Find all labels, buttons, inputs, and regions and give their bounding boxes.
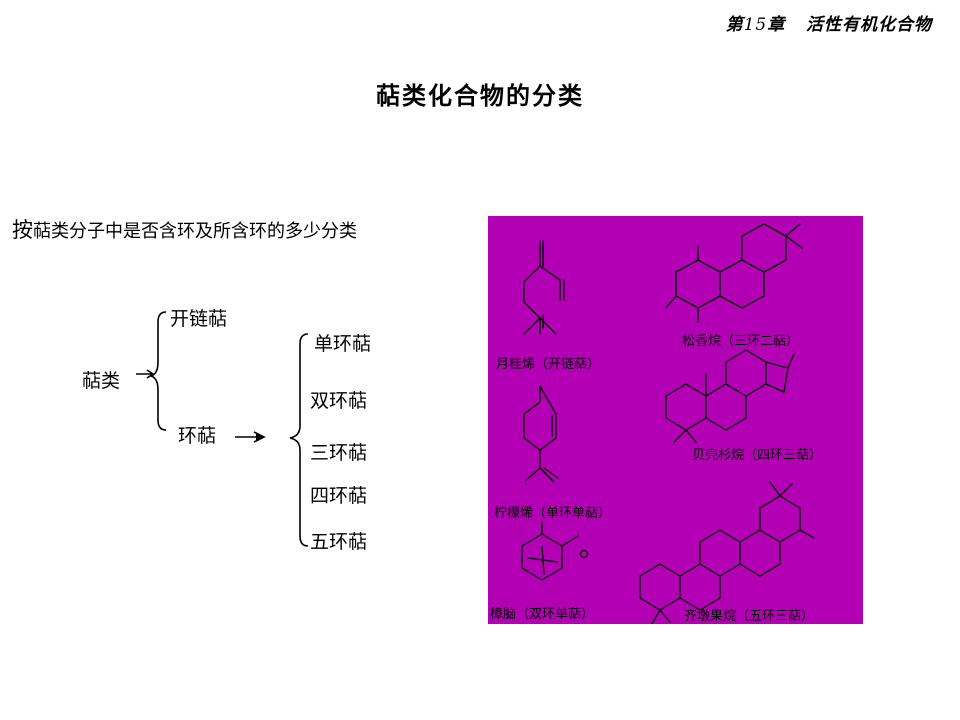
tree-brace-1 xyxy=(148,311,167,431)
chapter-prefix: 第 xyxy=(725,15,744,35)
tree-arrow-2-head xyxy=(256,433,264,441)
caption-myrcene: 月桂烯（开链萜） xyxy=(496,357,601,372)
tree-root: 萜类 xyxy=(82,370,121,392)
caption-camphor: 樟脑（双环单萜） xyxy=(490,607,595,622)
structures-panel: 月桂烯（开链萜） 松香烷（三环二萜） 贝壳杉烷（四环三萜） 柠檬烯（单环单萜） … xyxy=(488,216,863,624)
tree-level1-open-chain: 开链萜 xyxy=(170,308,228,330)
caption-oleanane: 齐墩果烷（五环三萜） xyxy=(684,609,815,624)
caption-limonene: 柠檬烯（单环单萜） xyxy=(494,506,612,521)
limonene-structure xyxy=(523,385,559,483)
structures-drawing xyxy=(521,223,815,624)
oleanane-structure xyxy=(639,481,815,624)
abietane-structure xyxy=(665,223,803,323)
kaurane-structure xyxy=(665,349,795,443)
tree-level2-monocyclic: 单环萜 xyxy=(314,333,372,355)
intro-text: 按萜类分子中是否含环及所含环的多少分类 xyxy=(12,214,357,244)
intro-first-char: 按 xyxy=(12,218,33,242)
chapter-title: 活性有机化合物 xyxy=(806,15,932,35)
myrcene-structure xyxy=(523,240,565,335)
slide-title: 萜类化合物的分类 xyxy=(376,82,584,110)
caption-abietane: 松香烷（三环二萜） xyxy=(682,334,800,349)
camphor-structure xyxy=(521,521,589,581)
tree-level2-pentacyclic: 五环萜 xyxy=(310,531,368,553)
tree-level2-bicyclic: 双环萜 xyxy=(310,390,368,412)
chapter-number: 15 xyxy=(743,15,768,35)
chapter-header: 第15章 活性有机化合物 xyxy=(726,10,932,35)
chapter-suffix: 章 xyxy=(767,15,786,35)
tree-connectors xyxy=(136,311,309,547)
tree-level2-tricyclic: 三环萜 xyxy=(310,442,368,464)
tree-level1-cyclic: 环萜 xyxy=(178,425,217,447)
tree-level2-tetracyclic: 四环萜 xyxy=(310,485,368,507)
caption-kaurane: 贝壳杉烷（四环三萜） xyxy=(692,448,823,463)
intro-rest: 萜类分子中是否含环及所含环的多少分类 xyxy=(33,221,357,242)
tree-arrow-1 xyxy=(136,369,155,379)
tree-brace-2 xyxy=(289,333,309,547)
